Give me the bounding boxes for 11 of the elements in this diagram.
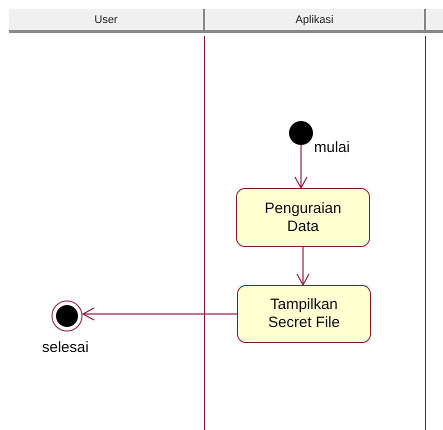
node-label: mulai xyxy=(314,139,350,156)
arrow xyxy=(82,307,237,321)
lane-header: User xyxy=(9,9,205,33)
arrow xyxy=(296,247,310,286)
node-label: selesai xyxy=(42,339,89,356)
lane-header: Aplikasi xyxy=(205,9,426,33)
activity-box: Tampilkan Secret File xyxy=(237,285,371,343)
initial-node xyxy=(289,121,313,145)
activity-box: Penguraian Data xyxy=(236,188,370,247)
arrow xyxy=(294,145,308,189)
final-node xyxy=(51,300,83,332)
